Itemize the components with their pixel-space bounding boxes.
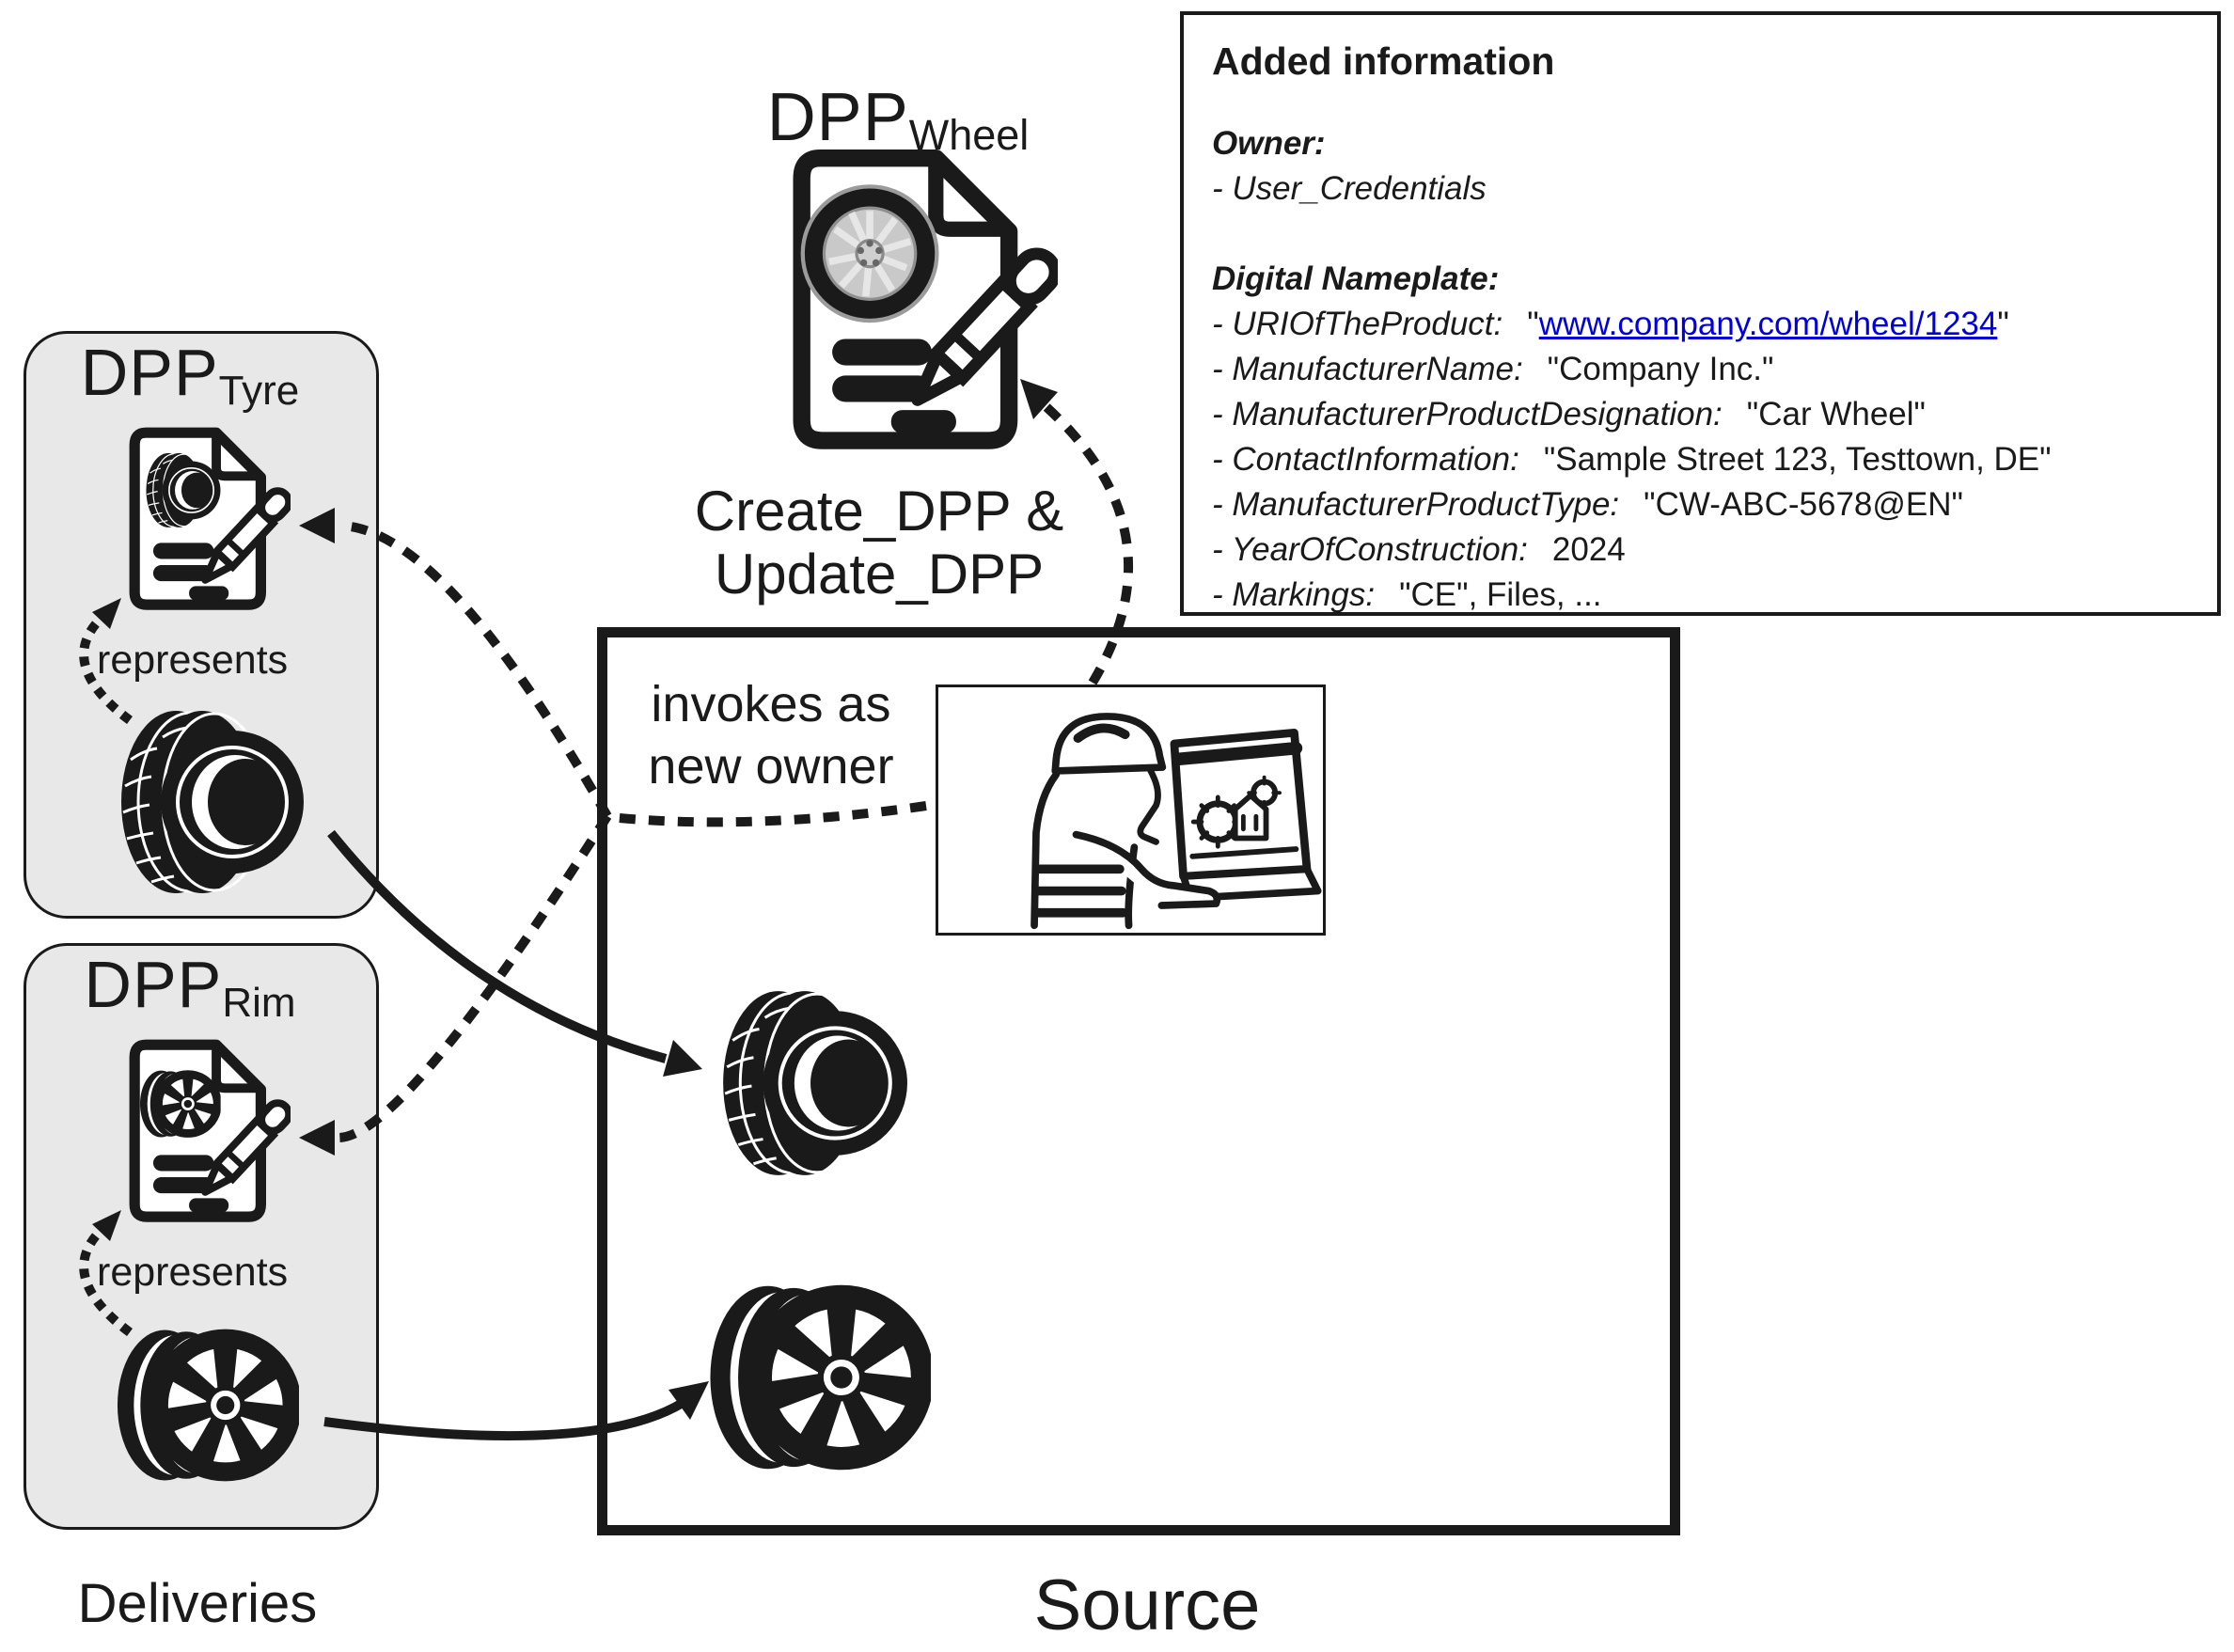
product-designation-row: - ManufacturerProductDesignation: "Car Wh…: [1212, 392, 2189, 437]
worker-at-laptop-icon: [938, 687, 1323, 933]
contact-information-row: - ContactInformation: "Sample Street 123,…: [1212, 437, 2189, 482]
dpp-rim-label-sub: Rim: [222, 980, 296, 1026]
uri-open-quote: ": [1527, 306, 1539, 342]
field-label: - ManufacturerProductDesignation:: [1212, 396, 1723, 433]
rim-document-pencil-icon: [99, 1036, 291, 1228]
field-value: "Company Inc.": [1547, 351, 1774, 387]
field-value: "Sample Street 123, Testtown, DE": [1543, 441, 2052, 478]
invokes-caption: invokes as new owner: [616, 673, 926, 797]
dpp-tyre-label: DPPTyre: [58, 335, 322, 414]
field-value: 2024: [1551, 531, 1626, 568]
markings-row: - Markings: "CE", Files, ...: [1212, 573, 2189, 618]
wheel-document-pencil-icon: [743, 144, 1058, 459]
update-dpp-line: Update_DPP: [714, 543, 1045, 606]
represents-label-tyre: represents: [97, 637, 289, 683]
tyre-document-pencil-icon: [99, 424, 291, 616]
dpp-tyre-label-sub: Tyre: [218, 368, 300, 414]
uri-close-quote: ": [1997, 306, 2009, 342]
field-label: - ContactInformation:: [1212, 441, 1519, 478]
product-uri-link[interactable]: www.company.com/wheel/1234: [1538, 306, 1998, 342]
owner-heading: Owner:: [1212, 125, 1326, 162]
field-value: "Car Wheel": [1746, 396, 1926, 433]
field-label: - YearOfConstruction:: [1212, 531, 1528, 568]
added-information-title: Added information: [1212, 39, 1555, 83]
create-dpp-line: Create_DPP &: [694, 480, 1064, 543]
nameplate-heading: Digital Nameplate:: [1212, 260, 1500, 297]
spacer: [1212, 212, 2189, 257]
field-value: "CE", Files, ...: [1399, 576, 1602, 613]
year-of-construction-row: - YearOfConstruction: 2024: [1212, 527, 2189, 573]
uri-row: - URIOfTheProduct: "www.company.com/wheel…: [1212, 302, 2189, 347]
create-update-caption: Create_DPP & Update_DPP: [649, 480, 1109, 606]
manufacturer-name-row: - ManufacturerName: "Company Inc.": [1212, 347, 2189, 392]
owner-item: - User_Credentials: [1212, 170, 1487, 207]
field-value: "CW-ABC-5678@EN": [1644, 486, 1963, 523]
dpp-tyre-label-main: DPP: [80, 336, 219, 409]
rim-icon: [111, 1319, 299, 1491]
dpp-rim-label-main: DPP: [84, 948, 223, 1021]
worker-frame: [936, 684, 1326, 936]
invokes-line2: new owner: [648, 738, 894, 795]
tyre-icon: [108, 703, 306, 901]
product-type-row: - ManufacturerProductType: "CW-ABC-5678@E…: [1212, 482, 2189, 527]
added-information-box: Added information Owner: - User_Credenti…: [1180, 11, 2221, 616]
tyre-icon: [710, 983, 909, 1183]
represents-label-rim: represents: [97, 1250, 289, 1295]
rim-icon: [702, 1273, 931, 1482]
uri-label: - URIOfTheProduct:: [1212, 306, 1503, 342]
dpp-wheel-label-main: DPP: [766, 80, 909, 155]
dpp-rim-label: DPPRim: [58, 947, 322, 1026]
field-label: - Markings:: [1212, 576, 1376, 613]
field-label: - ManufacturerProductType:: [1212, 486, 1620, 523]
source-label: Source: [1033, 1565, 1261, 1645]
deliveries-label: Deliveries: [77, 1573, 318, 1634]
invokes-line1: invokes as: [651, 676, 891, 732]
field-label: - ManufacturerName:: [1212, 351, 1523, 387]
